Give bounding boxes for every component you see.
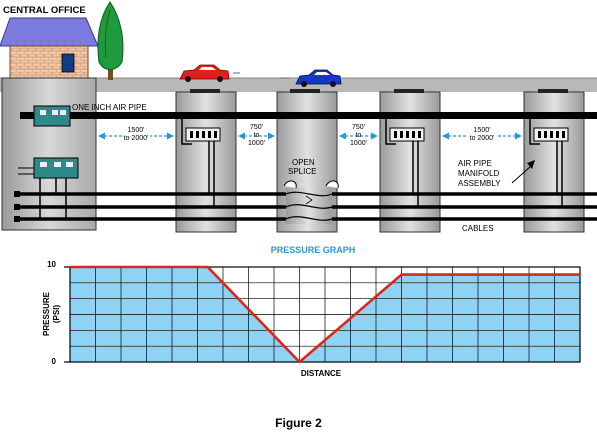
cables-label: CABLES xyxy=(462,224,494,233)
manifold-label-2: MANIFOLD xyxy=(458,169,500,178)
spacing-2-line-2: to xyxy=(254,132,260,139)
spacing-2-line-1: 750' xyxy=(250,124,263,131)
graph-border xyxy=(69,266,581,363)
co-equipment-lower xyxy=(33,157,79,179)
graph-title: PRESSURE GRAPH xyxy=(271,245,356,255)
y-axis-unit: (PSI) xyxy=(52,305,61,324)
spacing-4-line-1: 1500' xyxy=(474,127,491,134)
manifold-label-3: ASSEMBLY xyxy=(458,179,501,188)
manifold-3 xyxy=(529,119,569,207)
co-equipment-upper xyxy=(33,105,71,127)
open-splice xyxy=(283,180,339,224)
tree xyxy=(97,1,124,80)
y-axis-label: PRESSURE xyxy=(42,291,51,336)
manifold-label-1: AIR PIPE xyxy=(458,159,492,168)
manifold-2 xyxy=(385,119,425,207)
air-pipe xyxy=(20,112,597,119)
spacing-1-line-1: 1500' xyxy=(128,127,145,134)
ground-surface xyxy=(0,78,597,92)
manifold-1 xyxy=(181,119,221,207)
spacing-2-line-3: 1000' xyxy=(248,140,265,147)
central-office-label: CENTRAL OFFICE xyxy=(3,5,86,16)
spacing-1: 1500'to 2000' xyxy=(98,125,174,142)
spacing-3-line-3: 1000' xyxy=(350,140,367,147)
y-tick-10: 10 xyxy=(47,260,56,269)
spacing-3-line-1: 750' xyxy=(352,124,365,131)
spacing-1-line-2: to 2000' xyxy=(124,135,149,142)
blue-car xyxy=(280,69,342,87)
spacing-arrows: 1500'to 2000'750'to1000'750'to1000'1500'… xyxy=(98,124,522,147)
open-splice-label-2: SPLICE xyxy=(288,167,316,176)
roof xyxy=(0,17,99,47)
spacing-4-line-2: to 2000' xyxy=(470,135,495,142)
open-splice-label-1: OPEN xyxy=(292,158,315,167)
y-tick-0: 0 xyxy=(52,357,57,366)
red-car xyxy=(179,64,240,82)
figure-caption: Figure 2 xyxy=(275,416,322,430)
spacing-3-line-2: to xyxy=(356,132,362,139)
spacing-4: 1500'to 2000' xyxy=(442,125,522,142)
door xyxy=(61,53,75,73)
air-pipe-label: ONE INCH AIR PIPE xyxy=(72,103,147,112)
x-axis-label: DISTANCE xyxy=(301,369,342,378)
brick-wall xyxy=(9,45,89,79)
pressure-graph xyxy=(64,265,581,364)
manifold-pointer xyxy=(511,165,532,184)
manifold-assemblies xyxy=(181,119,569,207)
